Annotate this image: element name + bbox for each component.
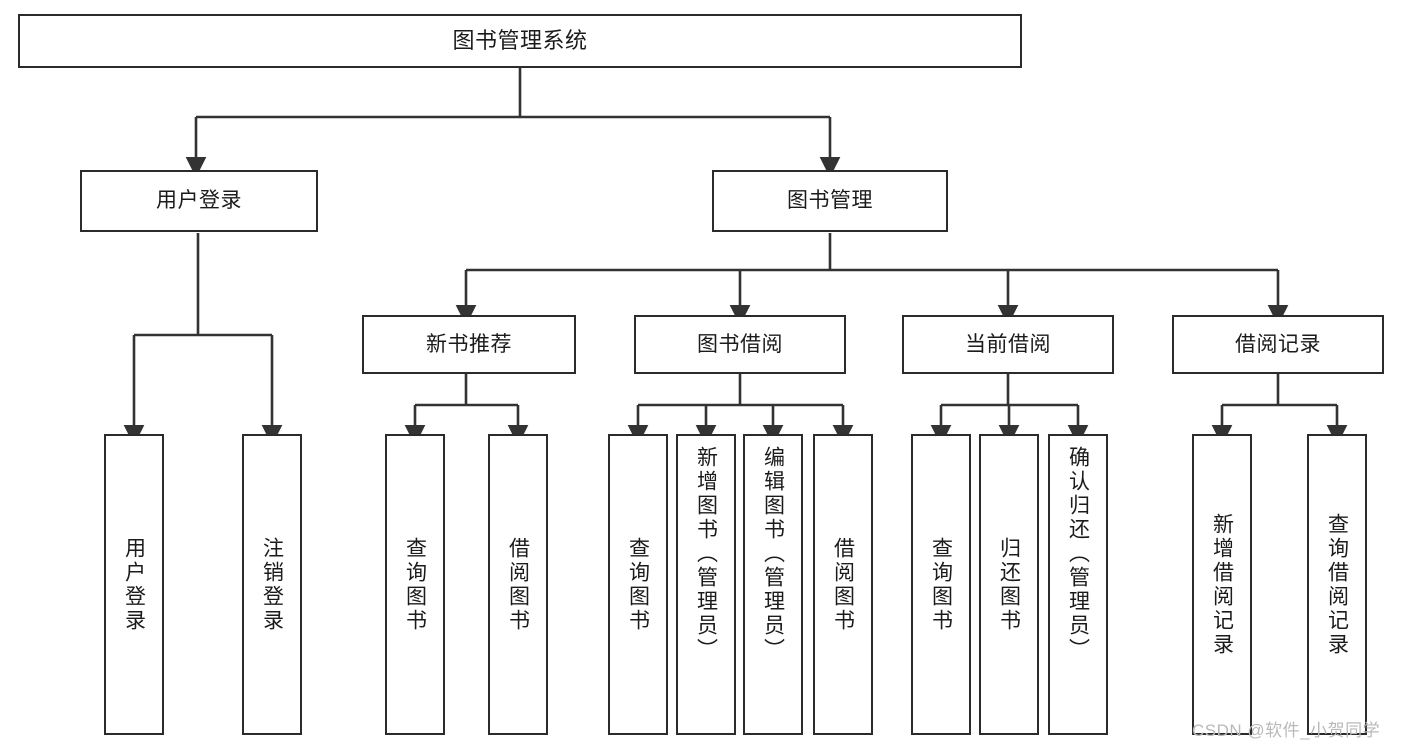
node-leaf-query-book-3-label: 查询图书 xyxy=(929,536,953,633)
node-leaf-borrow-book-2[interactable]: 借阅图书 xyxy=(813,434,873,735)
node-new-book-recommend-label: 新书推荐 xyxy=(426,332,512,356)
node-leaf-add-record[interactable]: 新增借阅记录 xyxy=(1192,434,1252,735)
node-leaf-user-login-label: 用户登录 xyxy=(122,536,146,633)
node-leaf-confirm-return-label: 确认归还（管理员） xyxy=(1066,446,1090,662)
node-leaf-add-book[interactable]: 新增图书（管理员） xyxy=(676,434,736,735)
node-leaf-query-book-1-label: 查询图书 xyxy=(403,536,427,633)
node-leaf-user-login[interactable]: 用户登录 xyxy=(104,434,164,735)
node-leaf-borrow-book-1[interactable]: 借阅图书 xyxy=(488,434,548,735)
node-leaf-edit-book[interactable]: 编辑图书（管理员） xyxy=(743,434,803,735)
node-borrow-record-label: 借阅记录 xyxy=(1235,332,1321,356)
node-borrow-record[interactable]: 借阅记录 xyxy=(1172,315,1384,374)
node-book-manage-label: 图书管理 xyxy=(787,189,873,213)
node-leaf-logout-label: 注销登录 xyxy=(260,536,284,633)
node-user-login-label: 用户登录 xyxy=(156,189,242,213)
node-leaf-add-book-label: 新增图书（管理员） xyxy=(694,446,718,662)
node-leaf-edit-book-label: 编辑图书（管理员） xyxy=(761,446,785,662)
node-new-book-recommend[interactable]: 新书推荐 xyxy=(362,315,576,374)
node-leaf-logout[interactable]: 注销登录 xyxy=(242,434,302,735)
node-leaf-query-book-1[interactable]: 查询图书 xyxy=(385,434,445,735)
node-leaf-borrow-book-1-label: 借阅图书 xyxy=(506,536,530,633)
node-book-borrow-label: 图书借阅 xyxy=(697,332,783,356)
node-root-system[interactable]: 图书管理系统 xyxy=(18,14,1022,68)
node-book-borrow[interactable]: 图书借阅 xyxy=(634,315,846,374)
node-user-login[interactable]: 用户登录 xyxy=(80,170,318,232)
node-leaf-return-book-label: 归还图书 xyxy=(997,536,1021,633)
node-leaf-borrow-book-2-label: 借阅图书 xyxy=(831,536,855,633)
node-leaf-query-book-2[interactable]: 查询图书 xyxy=(608,434,668,735)
node-leaf-confirm-return[interactable]: 确认归还（管理员） xyxy=(1048,434,1108,735)
node-leaf-query-book-2-label: 查询图书 xyxy=(626,536,650,633)
node-leaf-return-book[interactable]: 归还图书 xyxy=(979,434,1039,735)
node-leaf-query-book-3[interactable]: 查询图书 xyxy=(911,434,971,735)
node-book-manage[interactable]: 图书管理 xyxy=(712,170,948,232)
node-current-borrow[interactable]: 当前借阅 xyxy=(902,315,1114,374)
node-leaf-query-record-label: 查询借阅记录 xyxy=(1325,512,1349,657)
node-leaf-add-record-label: 新增借阅记录 xyxy=(1210,512,1234,657)
csdn-watermark: CSDN @软件_小贺同学 xyxy=(1192,721,1381,740)
node-leaf-query-record[interactable]: 查询借阅记录 xyxy=(1307,434,1367,735)
node-current-borrow-label: 当前借阅 xyxy=(965,332,1051,356)
node-root-system-label: 图书管理系统 xyxy=(452,27,588,53)
